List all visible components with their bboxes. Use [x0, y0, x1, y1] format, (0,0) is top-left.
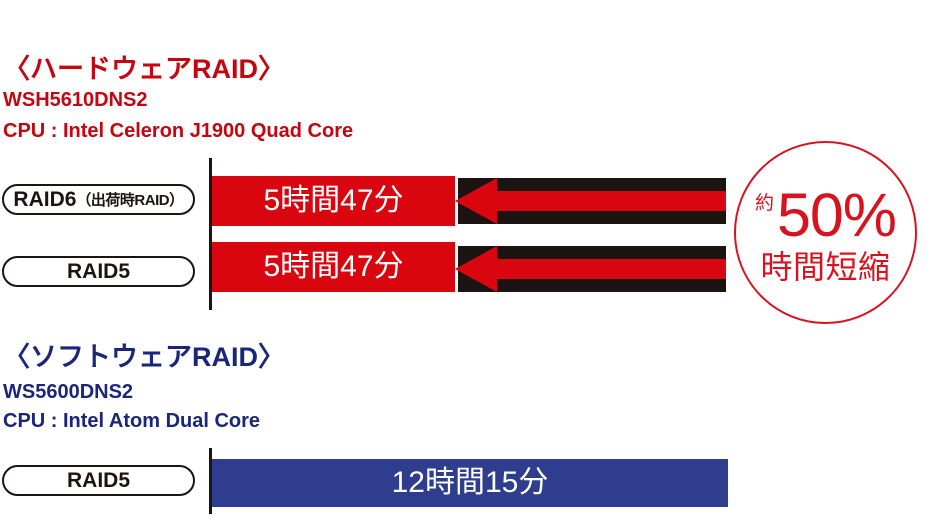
category-pill-raid6-label: RAID6 [13, 187, 77, 211]
hardware-raid-model: WSH5610DNS2 [3, 89, 148, 111]
time-reduction-badge: 約 50% 時間短縮 [734, 141, 917, 324]
bar-software-raid5: 12時間15分 [212, 459, 728, 507]
hardware-chart-baseline [209, 158, 212, 310]
software-chart-baseline [209, 448, 212, 514]
software-raid-cpu: CPU : Intel Atom Dual Core [3, 410, 261, 432]
category-pill-raid5-sw: RAID5 [2, 465, 195, 496]
badge-percent-row: 約 50% [754, 180, 897, 249]
hardware-raid-cpu: CPU : Intel Celeron J1900 Quad Core [3, 120, 354, 142]
category-pill-raid5-hw: RAID5 [2, 256, 195, 287]
bar-hardware-raid6: 5時間47分 [212, 176, 455, 226]
bar-software-raid5-value: 12時間15分 [391, 466, 549, 499]
software-raid-section-title: 〈ソフトウェアRAID〉 [3, 342, 285, 372]
category-pill-raid6-sublabel: （出荷時RAID） [76, 192, 184, 209]
hardware-raid-section-title: 〈ハードウェアRAID〉 [3, 54, 285, 84]
bar-hardware-raid5: 5時間47分 [212, 242, 455, 292]
time-reduction-arrow-row2 [455, 246, 726, 292]
badge-caption: 時間短縮 [760, 248, 891, 285]
badge-approx-label: 約 [754, 192, 774, 214]
time-reduction-arrow-row1 [455, 178, 726, 224]
category-pill-raid5-sw-label: RAID5 [66, 468, 130, 492]
bar-hardware-raid6-value: 5時間47分 [263, 184, 404, 217]
bar-hardware-raid5-value: 5時間47分 [263, 250, 404, 283]
badge-percent-value: 50% [776, 180, 897, 249]
software-raid-model: WS5600DNS2 [3, 381, 134, 403]
category-pill-raid5-hw-label: RAID5 [66, 259, 130, 283]
category-pill-raid6: RAID6（出荷時RAID） [2, 184, 195, 215]
